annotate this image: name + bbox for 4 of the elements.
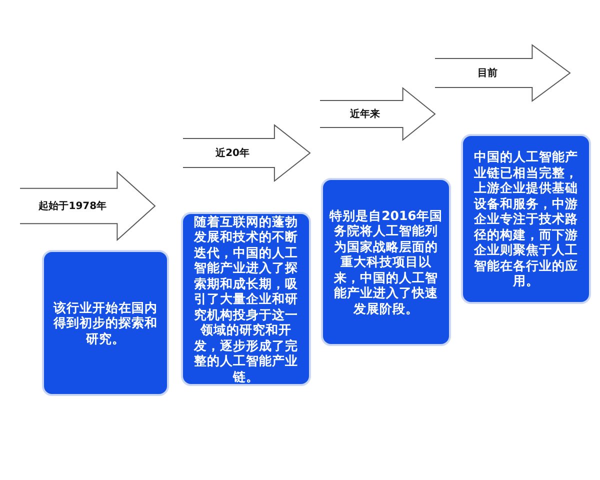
- description-card: 该行业开始在国内得到初步的探索和研究。: [42, 250, 169, 396]
- description-card: 随着互联网的蓬勃发展和技术的不断迭代，中国的人工智能产业进入了探索期和成长期，吸引了大量企业和研究机构投身于这一领域的研究和开发，逐步形成了完整的人工智能产业链。: [181, 212, 311, 386]
- description-card: 中国的人工智能产业链已相当完整，上游企业提供基础设备和服务，中游企业专注于技术路径的构建，而下游企业则聚焦于人工智能在各行业的应用。: [461, 134, 591, 304]
- description-card: 特别是自2016年国务院将人工智能列为国家战略层面的重大科技项目以来，中国的人工智能产业进入了快速发展阶段。: [321, 178, 451, 346]
